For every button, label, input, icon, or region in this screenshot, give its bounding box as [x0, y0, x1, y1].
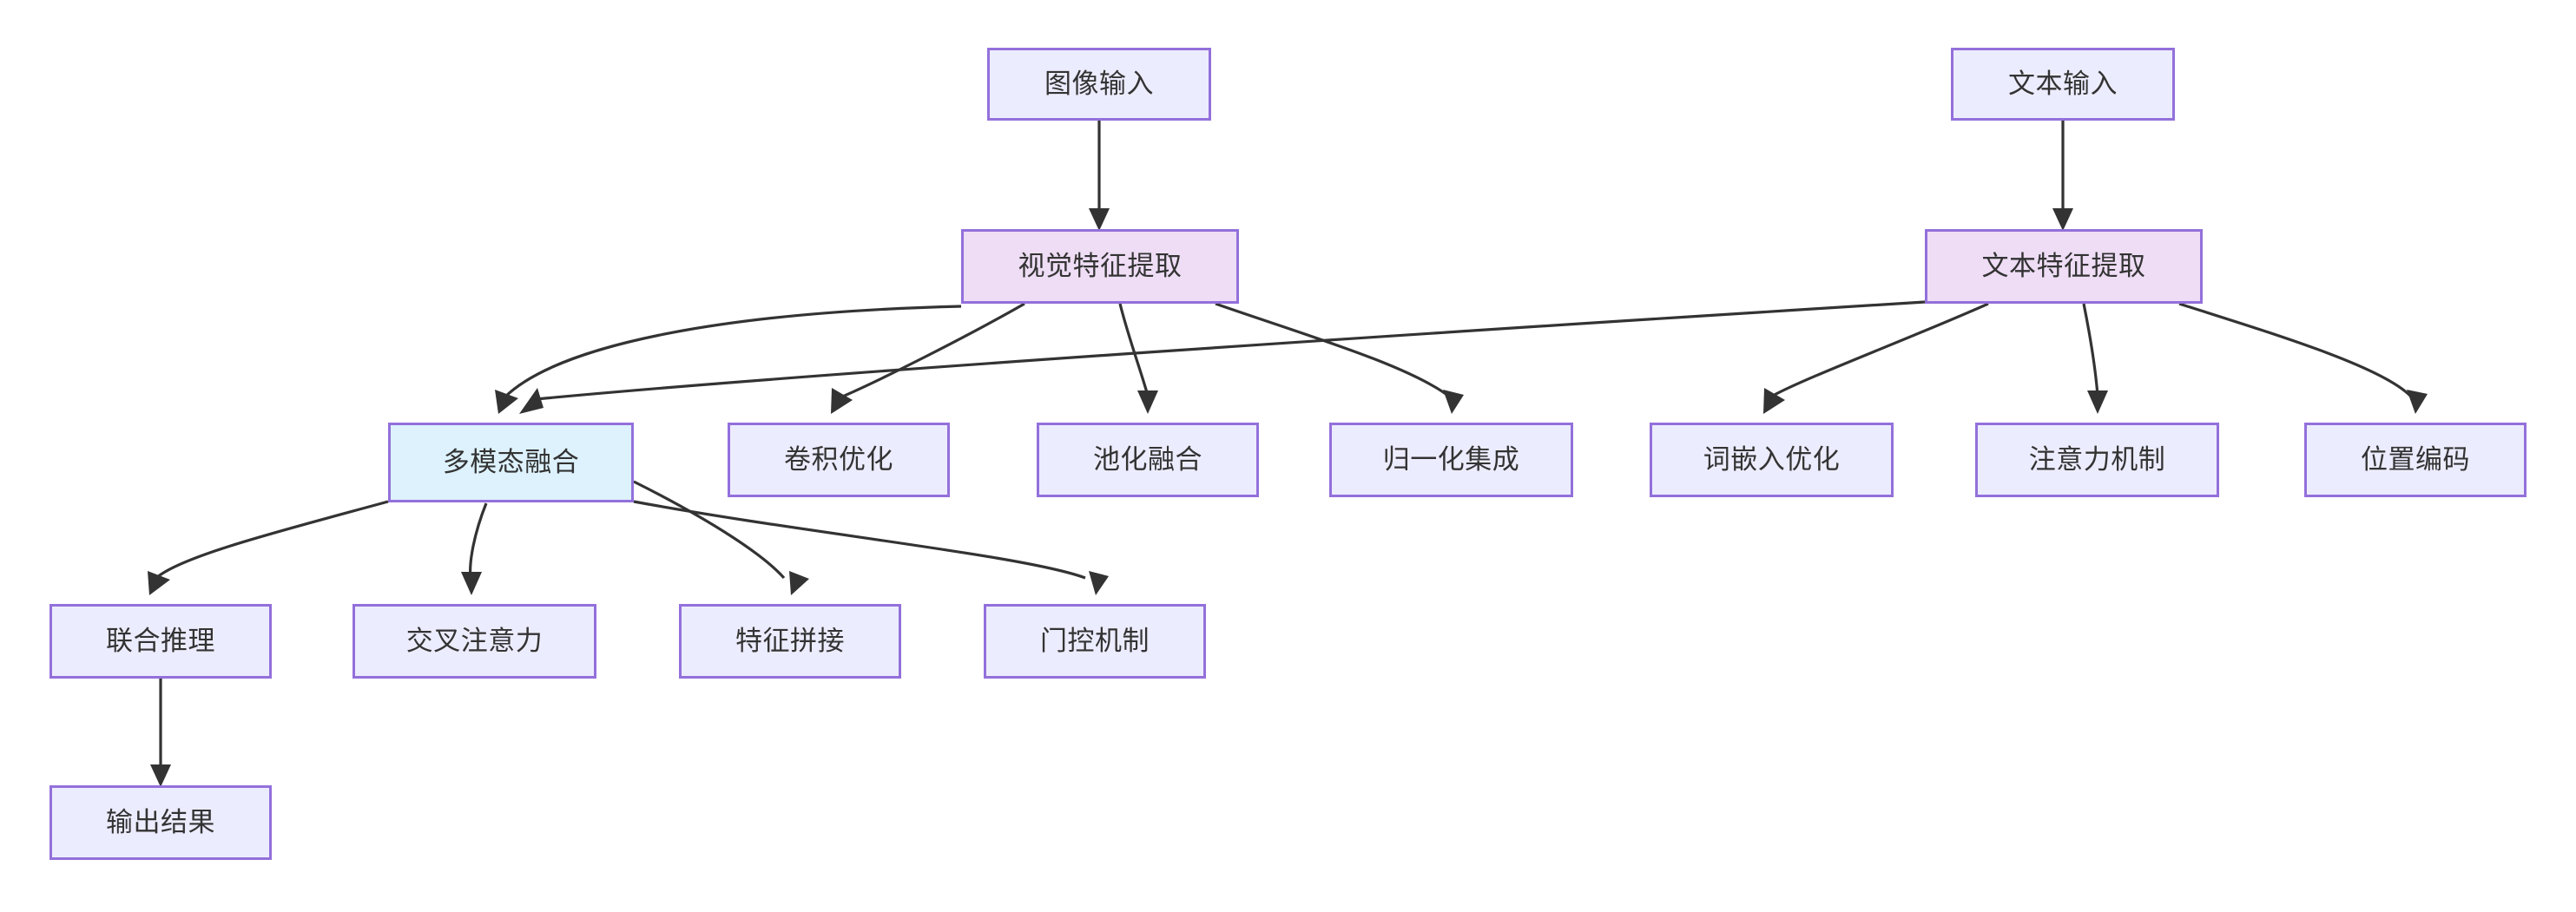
edge-line — [1215, 302, 1449, 397]
edge-line — [1772, 302, 1989, 397]
edge-text_feature-to-word_embed_opt — [1763, 302, 1989, 414]
edge-line — [2082, 303, 2099, 397]
node-norm_integration[interactable]: 归一化集成 — [1329, 423, 1573, 497]
arrowhead-icon — [2052, 208, 2073, 231]
node-visual_feature[interactable]: 视觉特征提取 — [961, 229, 1239, 304]
edge-text_feature-to-multimodal_fusion — [519, 300, 1926, 414]
edge-multimodal_fusion-to-feature_concat — [633, 480, 809, 595]
edge-visual_feature-to-conv_opt — [831, 302, 1025, 414]
arrowhead-icon — [495, 390, 518, 414]
node-label: 文本输入 — [2008, 68, 2118, 99]
edge-multimodal_fusion-to-joint_reasoning — [148, 500, 389, 595]
edge-line — [503, 305, 962, 399]
edge-line — [2178, 302, 2412, 397]
arrowhead-icon — [1137, 390, 1158, 414]
node-conv_opt[interactable]: 卷积优化 — [728, 423, 950, 497]
arrowhead-icon — [461, 572, 482, 595]
arrowhead-icon — [150, 764, 171, 787]
node-multimodal_fusion[interactable]: 多模态融合 — [388, 423, 634, 502]
arrowhead-icon — [831, 388, 853, 414]
arrowhead-icon — [1089, 208, 1110, 231]
arrowhead-icon — [1443, 390, 1464, 414]
edge-multimodal_fusion-to-gating — [633, 500, 1109, 595]
node-label: 视觉特征提取 — [1018, 250, 1183, 281]
arrowhead-icon — [519, 388, 544, 414]
node-label: 归一化集成 — [1382, 443, 1520, 475]
edge-line — [1118, 303, 1150, 397]
edge-visual_feature-to-pool_fusion — [1118, 303, 1158, 414]
edge-text_feature-to-position_encode — [2178, 302, 2428, 414]
node-label: 卷积优化 — [784, 443, 893, 475]
edge-image_input-to-visual_feature — [1089, 121, 1110, 231]
arrowhead-icon — [789, 571, 809, 595]
node-label: 交叉注意力 — [405, 625, 544, 656]
edge-visual_feature-to-norm_integration — [1215, 302, 1464, 414]
arrowhead-icon — [148, 571, 170, 595]
node-label: 门控机制 — [1040, 625, 1150, 656]
node-pool_fusion[interactable]: 池化融合 — [1037, 423, 1259, 497]
node-attention[interactable]: 注意力机制 — [1975, 423, 2219, 497]
node-label: 图像输入 — [1044, 68, 1154, 99]
arrowhead-icon — [2407, 390, 2428, 414]
edge-line — [469, 502, 488, 579]
edge-line — [633, 500, 1086, 580]
edge-multimodal_fusion-to-cross_attention — [461, 502, 488, 595]
edge-line — [155, 500, 389, 580]
edge-text_input-to-text_feature — [2052, 121, 2073, 231]
node-cross_attention[interactable]: 交叉注意力 — [352, 604, 596, 679]
node-text_feature[interactable]: 文本特征提取 — [1925, 229, 2203, 304]
node-word_embed_opt[interactable]: 词嵌入优化 — [1650, 423, 1894, 497]
edge-joint_reasoning-to-output_result — [150, 679, 171, 787]
node-gating[interactable]: 门控机制 — [984, 604, 1206, 679]
node-position_encode[interactable]: 位置编码 — [2304, 423, 2527, 497]
node-output_result[interactable]: 输出结果 — [49, 785, 272, 860]
node-label: 多模态融合 — [442, 446, 580, 477]
node-label: 输出结果 — [106, 806, 215, 837]
edge-text_feature-to-attention — [2082, 303, 2108, 414]
node-text_input[interactable]: 文本输入 — [1951, 48, 2175, 121]
node-label: 词嵌入优化 — [1703, 443, 1841, 475]
arrowhead-icon — [1089, 571, 1109, 595]
edge-line — [535, 300, 1926, 401]
node-label: 注意力机制 — [2028, 443, 2166, 475]
node-label: 位置编码 — [2361, 443, 2470, 475]
node-label: 联合推理 — [106, 625, 215, 656]
arrowhead-icon — [1763, 388, 1785, 414]
node-feature_concat[interactable]: 特征拼接 — [679, 604, 901, 679]
node-image_input[interactable]: 图像输入 — [987, 48, 1211, 121]
node-joint_reasoning[interactable]: 联合推理 — [49, 604, 272, 679]
node-label: 池化融合 — [1093, 443, 1202, 475]
arrowhead-icon — [2087, 390, 2108, 414]
edge-visual_feature-to-multimodal_fusion — [495, 305, 962, 414]
node-label: 文本特征提取 — [1981, 250, 2146, 281]
node-label: 特征拼接 — [735, 625, 845, 656]
edge-line — [840, 302, 1025, 399]
